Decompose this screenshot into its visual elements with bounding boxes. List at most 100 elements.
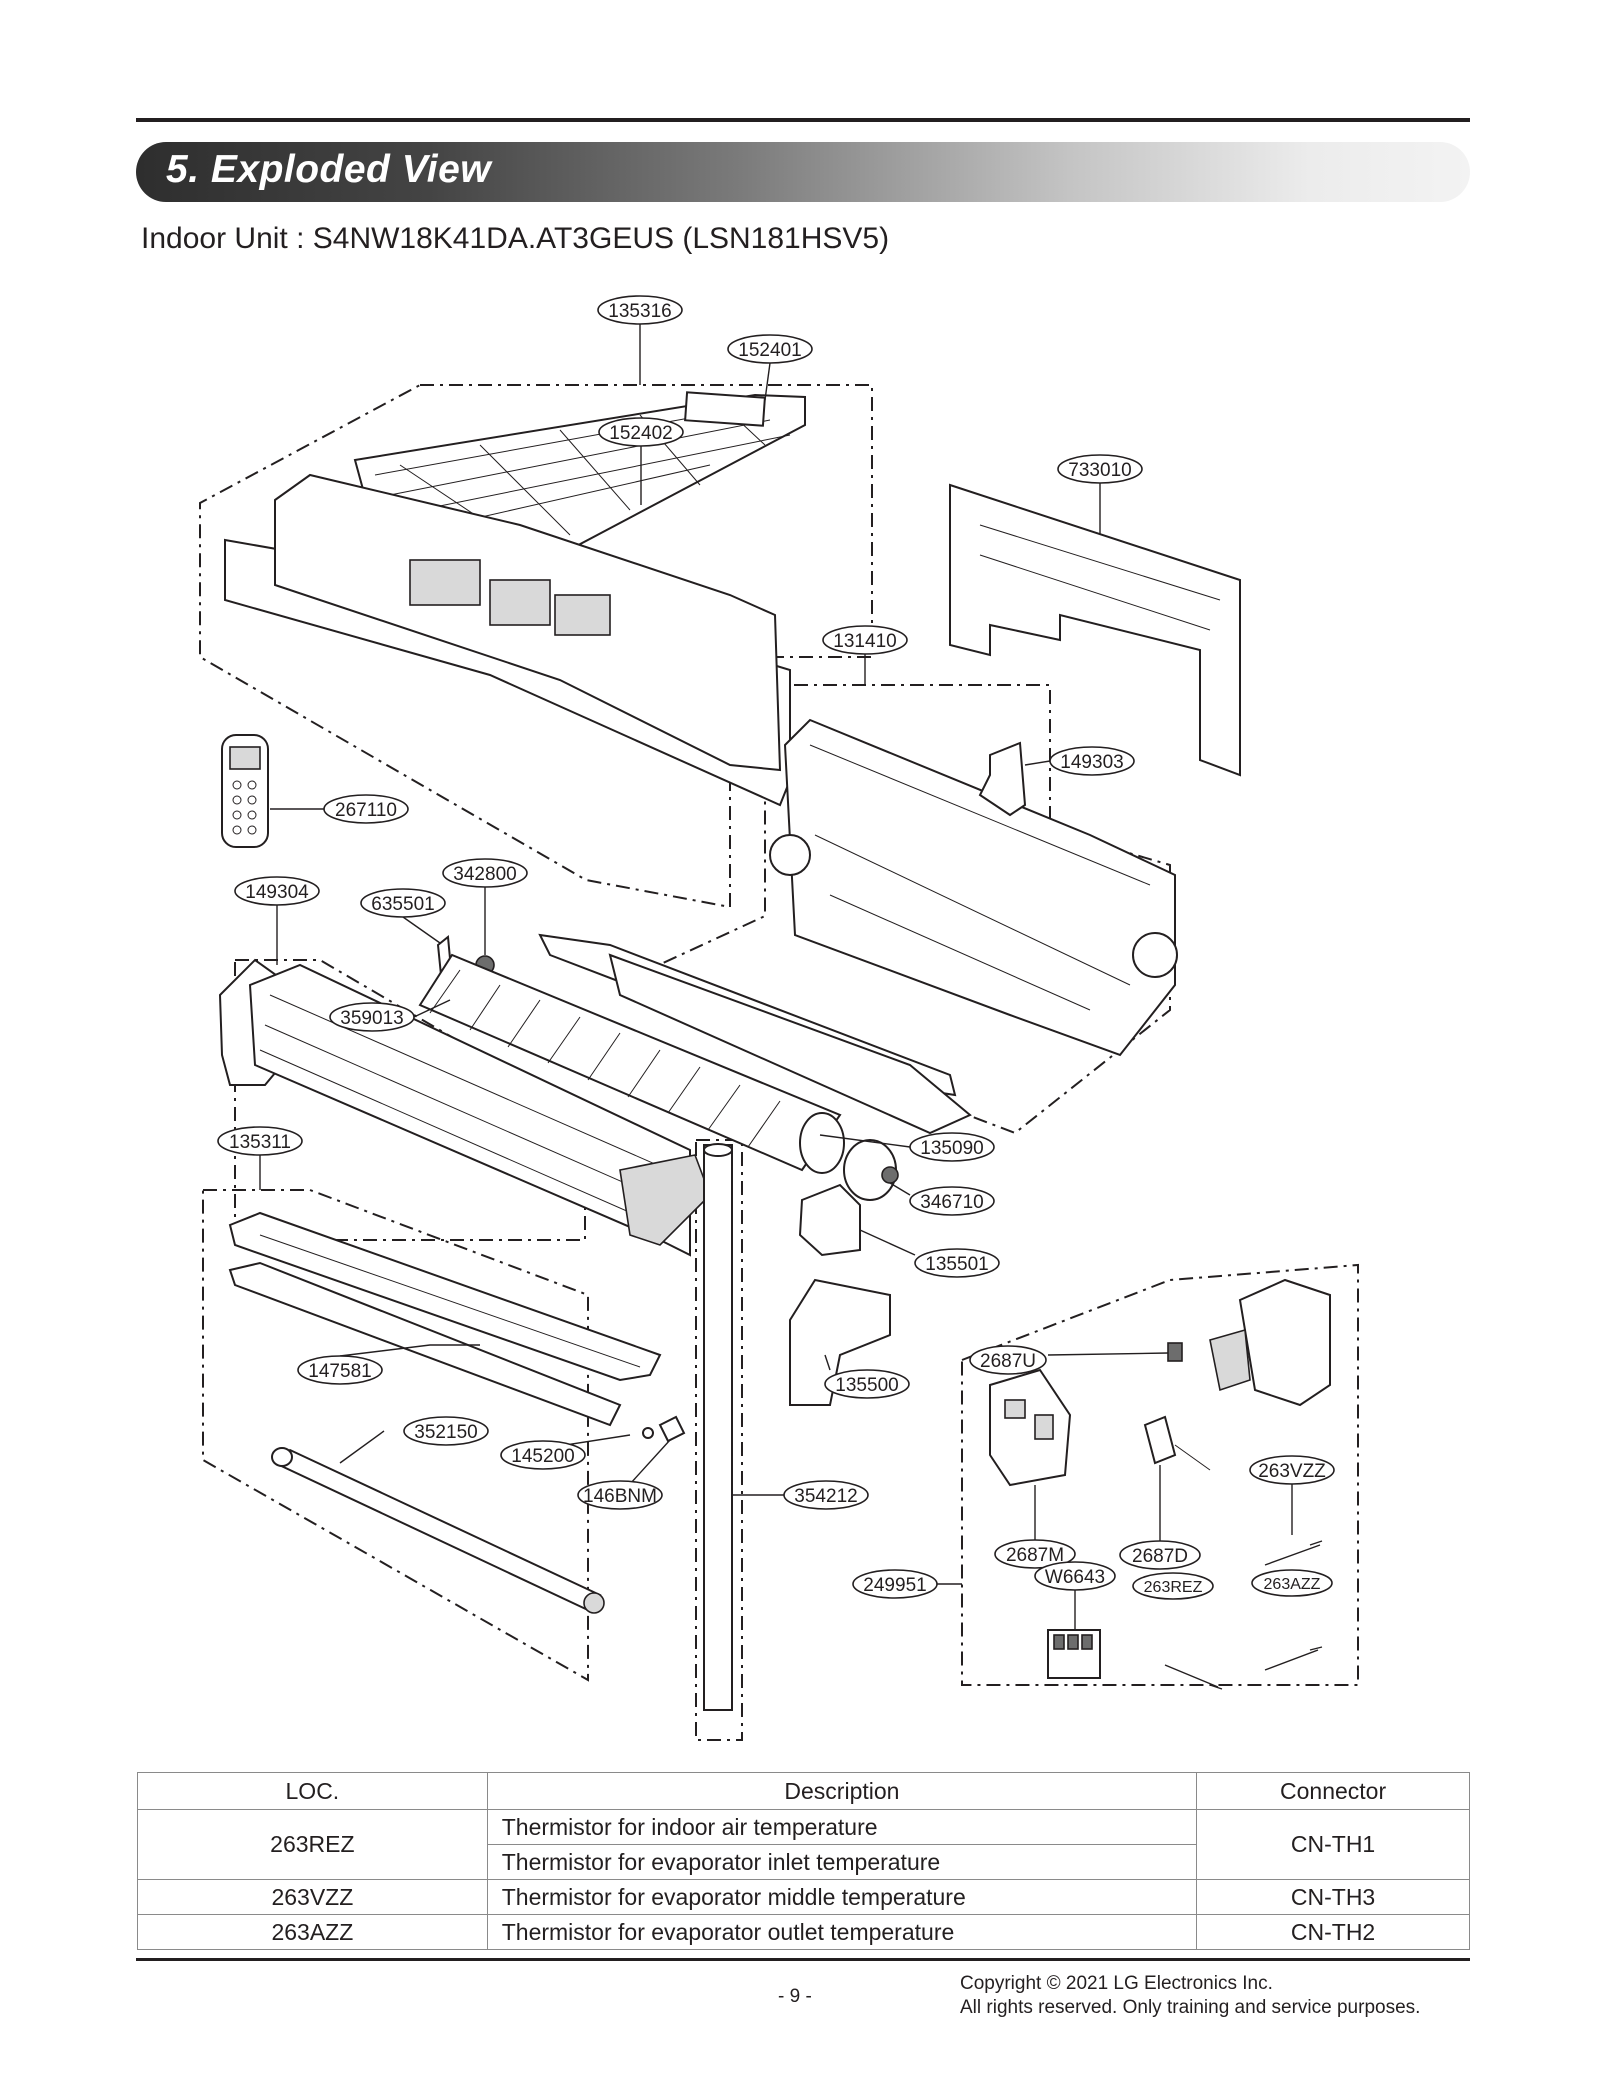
svg-text:359013: 359013 [340, 1008, 403, 1029]
part-label-346710: 346710 [909, 1186, 995, 1216]
part-label-152401: 152401 [727, 334, 813, 364]
part-label-135501: 135501 [914, 1248, 1000, 1278]
front-cabinet-part [224, 473, 791, 807]
loc-cell: 263AZZ [137, 1914, 488, 1950]
svg-text:131410: 131410 [833, 631, 896, 652]
svg-text:147581: 147581 [308, 1361, 371, 1382]
part-label-152402: 152402 [598, 417, 684, 447]
svg-text:249951: 249951 [863, 1575, 926, 1596]
vane-assembly-part [228, 1211, 662, 1427]
fan-motor-part [843, 1139, 899, 1201]
svg-text:135500: 135500 [835, 1375, 898, 1396]
table-row: 263VZZ Thermistor for evaporator middle … [137, 1879, 1470, 1915]
sensor-2687U-part [1167, 1342, 1183, 1362]
copyright-notice: Copyright © 2021 LG Electronics Inc. All… [960, 1972, 1420, 2020]
drain-hose-part [703, 1143, 733, 1711]
motor-bracket-part [978, 741, 1027, 817]
description-cell: Thermistor for evaporator inlet temperat… [486, 1844, 1198, 1880]
svg-text:2687D: 2687D [1132, 1546, 1188, 1567]
svg-text:267110: 267110 [335, 800, 397, 821]
remote-control-part [221, 734, 269, 848]
part-label-145200: 145200 [500, 1440, 586, 1470]
bushing-part [642, 1427, 654, 1439]
group-outline-evaporator [234, 959, 586, 1241]
part-label-263REZ: 263REZ [1132, 1572, 1214, 1600]
exploded-view-diagram: 135316 152401 152402 733010 131410 14930… [199, 295, 1359, 1741]
display-pcb-part [1143, 1415, 1211, 1471]
control-box-part [1209, 1278, 1331, 1407]
svg-text:346710: 346710 [920, 1192, 983, 1213]
connector-cell: CN-TH3 [1196, 1879, 1470, 1915]
part-label-135500: 135500 [824, 1369, 910, 1399]
header-description: Description [486, 1772, 1198, 1810]
part-label-147581: 147581 [297, 1355, 383, 1385]
label-plate-part [684, 391, 766, 427]
svg-text:152402: 152402 [609, 423, 672, 444]
svg-text:135316: 135316 [608, 301, 671, 322]
part-label-354212: 354212 [783, 1480, 869, 1510]
part-label-342800: 342800 [442, 858, 528, 888]
svg-text:152401: 152401 [738, 340, 801, 361]
section-title: 5. Exploded View [166, 148, 492, 191]
connector-cell: CN-TH1 [1196, 1809, 1470, 1880]
top-rule [136, 118, 1470, 122]
header-connector: Connector [1196, 1772, 1470, 1810]
svg-text:135090: 135090 [920, 1138, 983, 1159]
group-outline-drain-pipe [695, 1139, 743, 1741]
installation-plate-part [949, 483, 1241, 777]
group-outline-control-box [961, 1263, 1359, 1686]
stepping-motor-part [658, 1415, 686, 1443]
terminal-block-part [1047, 1629, 1101, 1679]
shaft-part [271, 1447, 605, 1614]
bottom-rule [136, 1958, 1470, 1961]
svg-text:263AZZ: 263AZZ [1264, 1576, 1321, 1593]
svg-text:354212: 354212 [794, 1486, 857, 1507]
thermistor-parts [1164, 1540, 1323, 1690]
motor-cover-part [798, 1183, 861, 1257]
group-outline-front-cabinet [199, 384, 873, 909]
group-outline-chassis [662, 684, 1171, 1135]
chassis-part [769, 718, 1178, 1057]
section-title-bar: 5. Exploded View [136, 142, 1470, 202]
table-row: 263AZZ Thermistor for evaporator outlet … [137, 1914, 1470, 1950]
group-outline-discharge [202, 1189, 589, 1682]
page-number: - 9 - [778, 1986, 812, 2007]
svg-text:342800: 342800 [453, 864, 516, 885]
part-label-359013: 359013 [329, 1002, 415, 1032]
svg-text:263VZZ: 263VZZ [1258, 1461, 1326, 1482]
svg-text:635501: 635501 [371, 894, 434, 915]
page-subtitle: Indoor Unit : S4NW18K41DA.AT3GEUS (LSN18… [141, 222, 890, 255]
svg-text:2687M: 2687M [1006, 1545, 1064, 1566]
svg-text:149304: 149304 [245, 882, 309, 903]
rights-line: All rights reserved. Only training and s… [960, 1997, 1421, 2018]
part-label-267110: 267110 [323, 794, 409, 824]
svg-text:W6643: W6643 [1045, 1567, 1105, 1588]
description-cell: Thermistor for evaporator middle tempera… [486, 1879, 1198, 1915]
description-cell: Thermistor for indoor air temperature [486, 1809, 1198, 1845]
part-label-263VZZ: 263VZZ [1249, 1455, 1335, 1485]
svg-text:733010: 733010 [1068, 460, 1131, 481]
drain-pan-part [789, 1278, 891, 1406]
part-label-2687M: 2687M [994, 1539, 1076, 1569]
svg-text:146BNM: 146BNM [583, 1486, 657, 1507]
main-pcb-part [989, 1368, 1072, 1487]
svg-text:145200: 145200 [511, 1446, 574, 1467]
part-label-263AZZ: 263AZZ [1251, 1569, 1333, 1597]
thermistor-location-table: LOC. Description Connector 263REZ Thermi… [137, 1772, 1470, 1950]
svg-text:263REZ: 263REZ [1144, 1579, 1203, 1596]
part-label-135311: 135311 [217, 1126, 303, 1156]
evaporator-part [248, 963, 711, 1257]
part-label-146BNM: 146BNM [577, 1480, 663, 1510]
svg-text:149303: 149303 [1060, 752, 1123, 773]
part-label-249951: 249951 [852, 1569, 938, 1599]
table-row: 263REZ Thermistor for indoor air tempera… [137, 1809, 1470, 1880]
part-label-135090: 135090 [909, 1132, 995, 1162]
part-label-W6643: W6643 [1034, 1561, 1116, 1591]
description-cell: Thermistor for evaporator outlet tempera… [486, 1914, 1198, 1950]
discharge-part [608, 953, 972, 1135]
connector-cell: CN-TH2 [1196, 1914, 1470, 1950]
loc-cell: 263VZZ [137, 1879, 488, 1915]
part-label-733010: 733010 [1057, 454, 1143, 484]
svg-text:2687U: 2687U [980, 1351, 1036, 1372]
table-header-row: LOC. Description Connector [137, 1772, 1470, 1810]
